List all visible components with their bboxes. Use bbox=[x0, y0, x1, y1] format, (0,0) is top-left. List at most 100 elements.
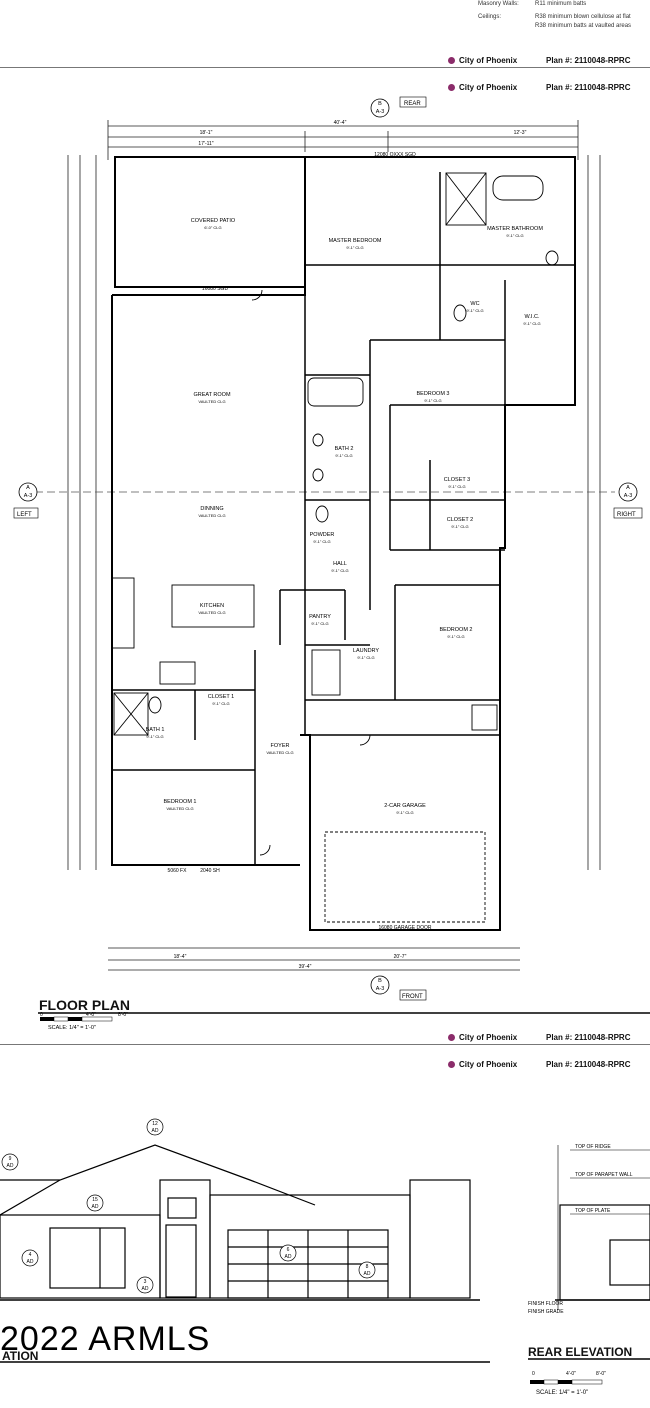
room-label: MASTER BEDROOM bbox=[329, 238, 382, 244]
room-ceiling: 6'-0" CLG bbox=[204, 225, 221, 230]
opening-rear-door: 12080 OXXX SGD bbox=[374, 152, 416, 158]
city-seal-icon bbox=[448, 84, 455, 91]
opening-window: 5060 FX bbox=[168, 868, 188, 874]
marker-sheet: A-3 bbox=[24, 493, 33, 499]
room-label: W.I.C. bbox=[525, 314, 540, 320]
opening-window: 2040 SH bbox=[200, 868, 220, 874]
svg-text:8'-0": 8'-0" bbox=[596, 1371, 606, 1377]
dim-top-left: 18'-1" bbox=[200, 130, 213, 136]
room-label: COVERED PATIO bbox=[191, 218, 236, 224]
room-label: PANTRY bbox=[309, 614, 331, 620]
room-ceiling: 9'-1" CLG bbox=[346, 245, 363, 250]
level-label: FINISH FLOOR bbox=[528, 1301, 563, 1307]
room-label: BEDROOM 3 bbox=[416, 391, 449, 397]
room-ceiling: 9'-1" CLG bbox=[448, 484, 465, 489]
right-label: RIGHT bbox=[617, 512, 636, 518]
room-label: MASTER BATHROOM bbox=[487, 226, 543, 232]
rear-label: REAR bbox=[404, 101, 421, 107]
marker-letter: B bbox=[378, 101, 382, 107]
opening-garage-door: 16080 GARAGE DOOR bbox=[378, 925, 431, 931]
svg-text:AD: AD bbox=[27, 1259, 34, 1265]
room-label: BEDROOM 1 bbox=[163, 799, 196, 805]
room-ceiling: 9'-1" CLG bbox=[466, 308, 483, 313]
room-ceiling: VAULTED CLG bbox=[166, 806, 193, 811]
dim-top-mid: 17'-11" bbox=[198, 141, 213, 147]
level-label: TOP OF RIDGE bbox=[575, 1144, 611, 1150]
front-label: FRONT bbox=[402, 994, 423, 1000]
svg-text:3: 3 bbox=[144, 1279, 147, 1285]
city-seal-icon bbox=[448, 1034, 455, 1041]
level-label: TOP OF PARAPET WALL bbox=[575, 1172, 633, 1178]
room-ceiling: 9'-1" CLG bbox=[335, 453, 352, 458]
room-label: GREAT ROOM bbox=[193, 392, 230, 398]
svg-text:4'-0": 4'-0" bbox=[566, 1371, 576, 1377]
city-seal-icon bbox=[448, 57, 455, 64]
dim-bottom-total: 39'-4" bbox=[299, 964, 312, 970]
marker-letter: A bbox=[26, 485, 30, 491]
elevation-scale: SCALE: 1/4" = 1'-0" bbox=[536, 1390, 588, 1396]
front-elevation-title: ATION bbox=[2, 1349, 39, 1363]
svg-text:9: 9 bbox=[9, 1156, 12, 1162]
svg-text:8'-0": 8'-0" bbox=[118, 1012, 128, 1018]
room-ceiling: 9'-1" CLG bbox=[331, 568, 348, 573]
marker-sheet: A-3 bbox=[376, 109, 385, 115]
room-ceiling: 9'-1" CLG bbox=[447, 634, 464, 639]
room-ceiling: 9'-1" CLG bbox=[506, 233, 523, 238]
room-label: HALL bbox=[333, 561, 347, 567]
energy-notes: Masonry Walls:R11 minimum batts Ceilings… bbox=[478, 1, 632, 29]
dim-bottom-left: 18'-4" bbox=[174, 954, 187, 960]
room-ceiling: 9'-1" CLG bbox=[523, 321, 540, 326]
plan-stamp-header: City of Phoenix Plan #: 2110048-RPRC bbox=[0, 1058, 650, 1074]
marker-letter: B bbox=[378, 978, 382, 984]
room-ceiling: 9'-1" CLG bbox=[313, 539, 330, 544]
plan-stamp-header: City of Phoenix Plan #: 2110048-RPRC bbox=[0, 1031, 650, 1047]
svg-text:AD: AD bbox=[92, 1204, 99, 1210]
left-label: LEFT bbox=[17, 512, 32, 518]
room-label: CLOSET 2 bbox=[447, 517, 474, 523]
room-ceiling: 9'-1" CLG bbox=[146, 734, 163, 739]
floor-plan-title: FLOOR PLAN bbox=[39, 997, 130, 1013]
room-ceiling: 9'-1" CLG bbox=[396, 810, 413, 815]
marker-letter: A bbox=[626, 485, 630, 491]
room-ceiling: 9'-1" CLG bbox=[311, 621, 328, 626]
marker-sheet: A-3 bbox=[624, 493, 633, 499]
dim-bottom-right: 20'-7" bbox=[394, 954, 407, 960]
room-ceiling: 9'-1" CLG bbox=[424, 398, 441, 403]
room-ceiling: 9'-1" CLG bbox=[451, 524, 468, 529]
svg-text:AD: AD bbox=[142, 1286, 149, 1292]
room-label: BEDROOM 2 bbox=[439, 627, 472, 633]
room-label: BATH 1 bbox=[146, 727, 165, 733]
room-label: BATH 2 bbox=[335, 446, 354, 452]
room-label: KITCHEN bbox=[200, 603, 224, 609]
rear-elevation-title: REAR ELEVATION bbox=[528, 1345, 633, 1359]
svg-text:AD: AD bbox=[152, 1128, 159, 1134]
svg-text:AD: AD bbox=[364, 1271, 371, 1277]
svg-text:4: 4 bbox=[29, 1252, 32, 1258]
room-label: WC bbox=[470, 301, 479, 307]
plan-stamp-header: City of Phoenix Plan #: 2110048-RPRC bbox=[0, 54, 650, 70]
room-label: 2-CAR GARAGE bbox=[384, 803, 426, 809]
room-ceiling: VAULTED CLG bbox=[198, 513, 225, 518]
mls-watermark: 2022 ARMLS bbox=[0, 1320, 211, 1358]
room-label: CLOSET 3 bbox=[444, 477, 471, 483]
level-label: FINISH GRADE bbox=[528, 1309, 564, 1315]
svg-text:12: 12 bbox=[152, 1121, 158, 1127]
room-label: LAUNDRY bbox=[353, 648, 380, 654]
svg-text:0: 0 bbox=[40, 1012, 43, 1018]
room-ceiling: 9'-1" CLG bbox=[357, 655, 374, 660]
svg-text:15: 15 bbox=[92, 1197, 98, 1203]
city-seal-icon bbox=[448, 1061, 455, 1068]
dim-top-right: 12'-3" bbox=[514, 130, 527, 136]
svg-text:6: 6 bbox=[287, 1247, 290, 1253]
plan-stamp-header: City of Phoenix Plan #: 2110048-RPRC bbox=[0, 81, 650, 97]
level-label: TOP OF PLATE bbox=[575, 1208, 611, 1214]
svg-text:AD: AD bbox=[7, 1163, 14, 1169]
svg-text:4'-0": 4'-0" bbox=[86, 1012, 96, 1018]
room-ceiling: VAULTED CLG bbox=[198, 399, 225, 404]
room-label: CLOSET 1 bbox=[208, 694, 235, 700]
marker-sheet: A-3 bbox=[376, 986, 385, 992]
elevations-drawing: 12 AD 9 AD 15 AD 4 AD 3 AD 6 AD 8 AD TOP… bbox=[0, 1118, 650, 1396]
opening-patio-door: 16080 SGD bbox=[202, 286, 229, 292]
plan-scale: SCALE: 1/4" = 1'-0" bbox=[48, 1025, 96, 1031]
room-ceiling: 9'-1" CLG bbox=[212, 701, 229, 706]
